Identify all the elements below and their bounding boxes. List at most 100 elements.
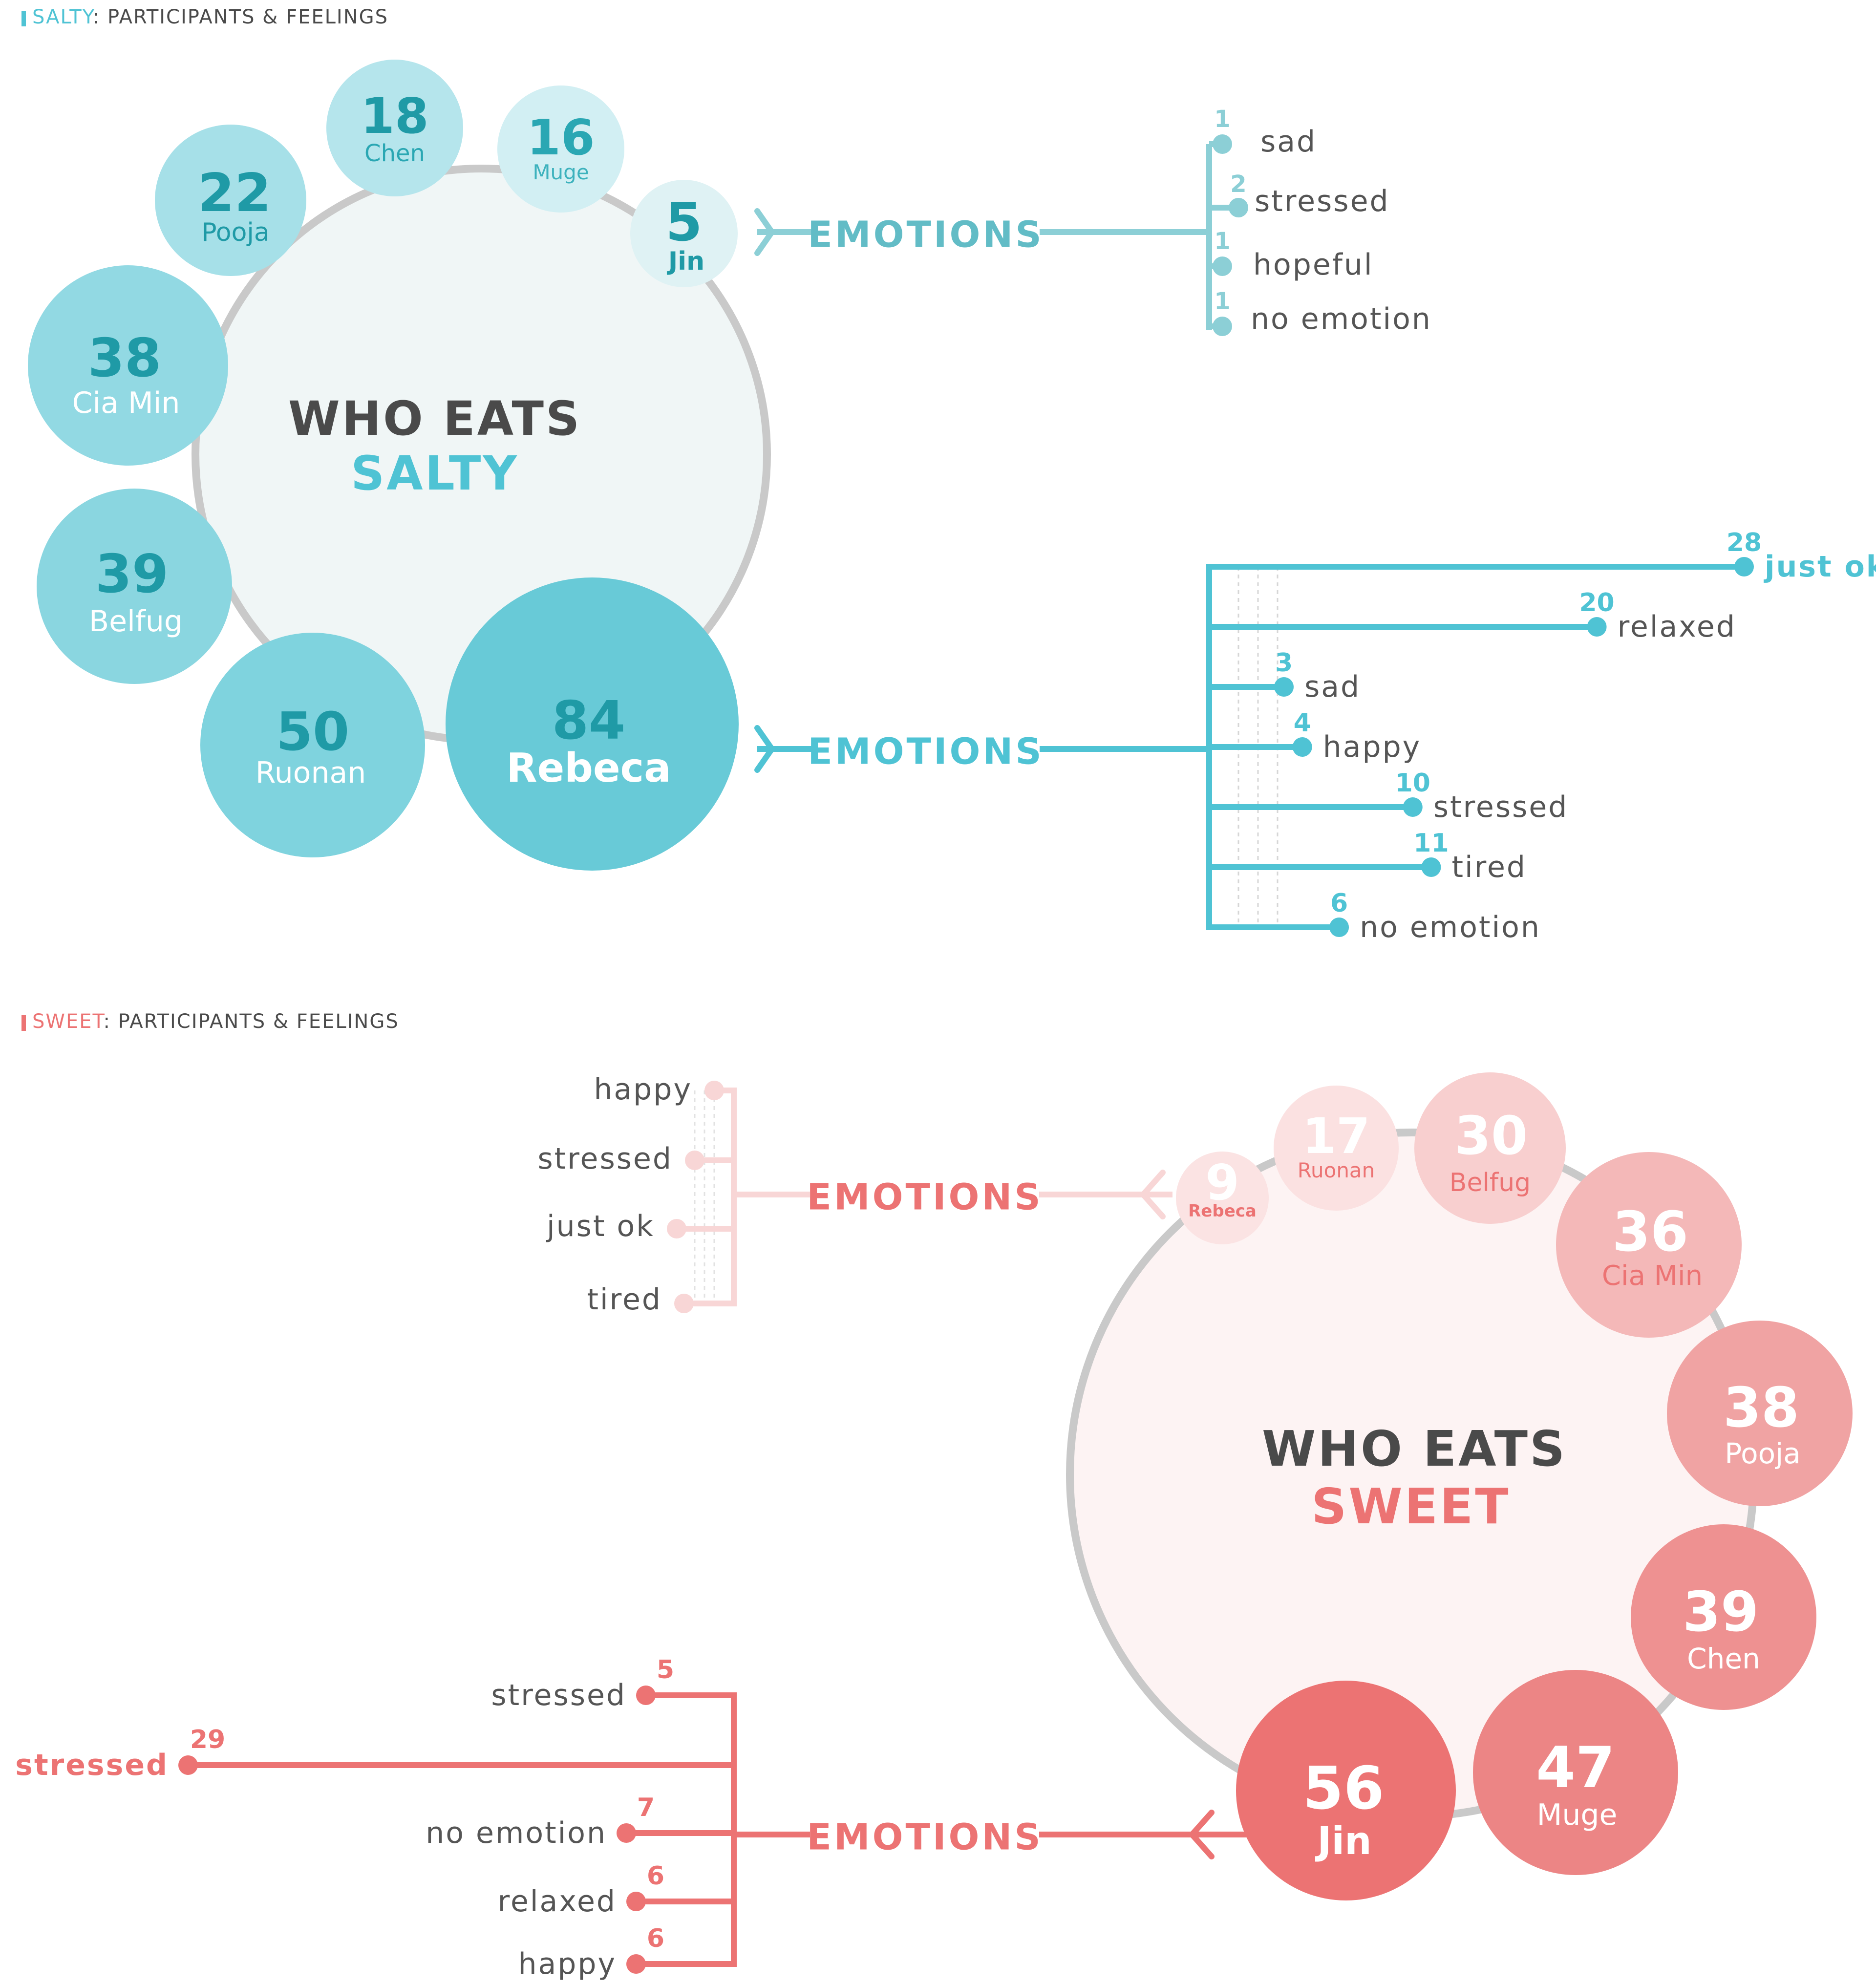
emotion-label: just ok: [546, 1209, 655, 1243]
participant-value: 30: [1454, 1106, 1528, 1167]
participant-value: 16: [527, 109, 595, 166]
sweet-section-prefix: SWEET: [32, 1010, 105, 1033]
emotion-dot: [626, 1892, 646, 1911]
participant-bubble[interactable]: [630, 180, 738, 287]
participant-bubble[interactable]: [326, 60, 463, 196]
emotion-value: 6: [1330, 889, 1348, 918]
sweet-participant-chen[interactable]: 39 Chen: [1631, 1524, 1816, 1710]
emotion-label: no emotion: [1360, 910, 1541, 944]
participant-bubble[interactable]: [446, 577, 739, 871]
sweet-participant-belfug[interactable]: 30 Belfug: [1414, 1072, 1566, 1224]
participant-name: Rebeca: [506, 745, 671, 791]
emotion-dot: [626, 1954, 646, 1974]
sweet-participant-cia-min[interactable]: 36 Cia Min: [1556, 1152, 1742, 1338]
salty-participant-jin[interactable]: 5 Jin: [630, 180, 738, 287]
participant-name: Chen: [364, 140, 425, 167]
participant-value: 39: [1683, 1580, 1759, 1644]
emotion-dot: [1213, 317, 1232, 336]
participant-name: Muge: [1537, 1798, 1618, 1832]
participant-bubble[interactable]: [37, 489, 232, 684]
participant-bubble[interactable]: [1556, 1152, 1742, 1338]
salty-section-marker: [21, 11, 26, 26]
participant-value: 17: [1302, 1108, 1370, 1165]
salty-section-prefix: SALTY: [32, 6, 95, 28]
sweet-section: SWEET: PARTICIPANTS & FEELINGS WHO EATS …: [15, 1010, 1853, 1981]
sweet-participant-pooja[interactable]: 38 Pooja: [1667, 1321, 1853, 1506]
participant-bubble[interactable]: [1667, 1321, 1853, 1506]
emotion-label: stressed: [1255, 184, 1390, 218]
emotion-dot: [1403, 797, 1423, 817]
participant-name: Ruonan: [256, 756, 366, 790]
participant-bubble[interactable]: [1236, 1681, 1456, 1900]
salty-section-suffix: : PARTICIPANTS & FEELINGS: [93, 6, 388, 28]
salty-participant-rebeca[interactable]: 84 Rebeca: [446, 577, 739, 871]
emotion-value: 28: [1727, 528, 1762, 557]
participant-bubble[interactable]: [1176, 1152, 1269, 1244]
emotion-label: stressed: [15, 1748, 169, 1782]
participant-bubble[interactable]: [155, 125, 306, 276]
emotion-dot: [704, 1081, 724, 1100]
participant-bubble[interactable]: [1414, 1072, 1566, 1224]
salty-participant-belfug[interactable]: 39 Belfug: [37, 489, 232, 684]
emotion-label: no emotion: [426, 1816, 607, 1850]
emotion-label: stressed: [491, 1678, 626, 1712]
salty-participant-pooja[interactable]: 22 Pooja: [155, 125, 306, 276]
emotion-dot: [617, 1823, 636, 1843]
participant-bubble[interactable]: [28, 265, 228, 466]
emotion-label: happy: [594, 1072, 692, 1107]
emotion-label: hopeful: [1253, 248, 1374, 282]
emotion-value: 29: [190, 1725, 225, 1754]
participant-value: 18: [361, 87, 428, 145]
emotion-dot: [685, 1151, 704, 1170]
sweet-jin-emotions-connector: [734, 1810, 1251, 1859]
salty-participant-chen[interactable]: 18 Chen: [326, 60, 463, 196]
emotion-dot: [1329, 918, 1349, 937]
emotion-dot: [1274, 677, 1294, 697]
emotion-label: sad: [1260, 125, 1317, 159]
salty-hub-subtitle: SALTY: [351, 446, 519, 501]
emotion-label: tired: [1451, 850, 1527, 884]
emotion-label: tired: [587, 1282, 662, 1317]
sweet-rebeca-emotions-label: EMOTIONS: [807, 1176, 1043, 1218]
participant-value: 39: [95, 544, 169, 605]
emotion-value: 3: [1275, 648, 1293, 678]
participant-name: Chen: [1687, 1642, 1760, 1675]
emotion-label: sad: [1304, 670, 1361, 704]
emotion-dot: [178, 1755, 198, 1775]
participant-name: Belfug: [1450, 1168, 1531, 1197]
sweet-participant-rebeca[interactable]: 9 Rebeca: [1176, 1152, 1269, 1244]
emotion-value: 11: [1413, 829, 1449, 858]
participant-value: 38: [88, 328, 161, 389]
emotion-label: happy: [518, 1947, 617, 1981]
participant-bubble[interactable]: [1274, 1086, 1399, 1211]
salty-hub-title: WHO EATS: [288, 391, 581, 446]
emotion-dot: [1734, 557, 1754, 576]
participant-bubble[interactable]: [1473, 1670, 1678, 1875]
participant-bubble[interactable]: [1631, 1524, 1816, 1710]
emotion-value: 5: [657, 1655, 674, 1685]
participant-value: 38: [1723, 1376, 1799, 1440]
salty-participant-muge[interactable]: 16 Muge: [497, 85, 624, 213]
emotion-value: 2: [1230, 171, 1246, 198]
participant-bubble[interactable]: [497, 85, 624, 213]
participant-bubble[interactable]: [200, 633, 425, 857]
emotion-dot: [636, 1686, 656, 1705]
participant-name: Jin: [1315, 1819, 1371, 1863]
sweet-participant-jin[interactable]: 56 Jin: [1236, 1681, 1456, 1900]
sweet-hub-subtitle: SWEET: [1311, 1478, 1510, 1535]
participant-value: 5: [665, 192, 702, 253]
emotion-dot: [1421, 857, 1441, 877]
participant-value: 36: [1612, 1200, 1688, 1264]
sweet-section-suffix: : PARTICIPANTS & FEELINGS: [104, 1010, 399, 1033]
salty-rebeca-emotions-connector: [754, 725, 1209, 773]
salty-participant-ruonan[interactable]: 50 Ruonan: [200, 633, 425, 857]
salty-participant-cia-min[interactable]: 38 Cia Min: [28, 265, 228, 466]
participant-name: Cia Min: [1602, 1260, 1703, 1292]
sweet-participant-ruonan[interactable]: 17 Ruonan: [1274, 1086, 1399, 1211]
emotion-label: happy: [1323, 730, 1421, 764]
sweet-participant-muge[interactable]: 47 Muge: [1473, 1670, 1678, 1875]
salty-section: SALTY: PARTICIPANTS & FEELINGS WHO EATS …: [21, 6, 1876, 944]
sweet-hub-title: WHO EATS: [1262, 1420, 1567, 1477]
